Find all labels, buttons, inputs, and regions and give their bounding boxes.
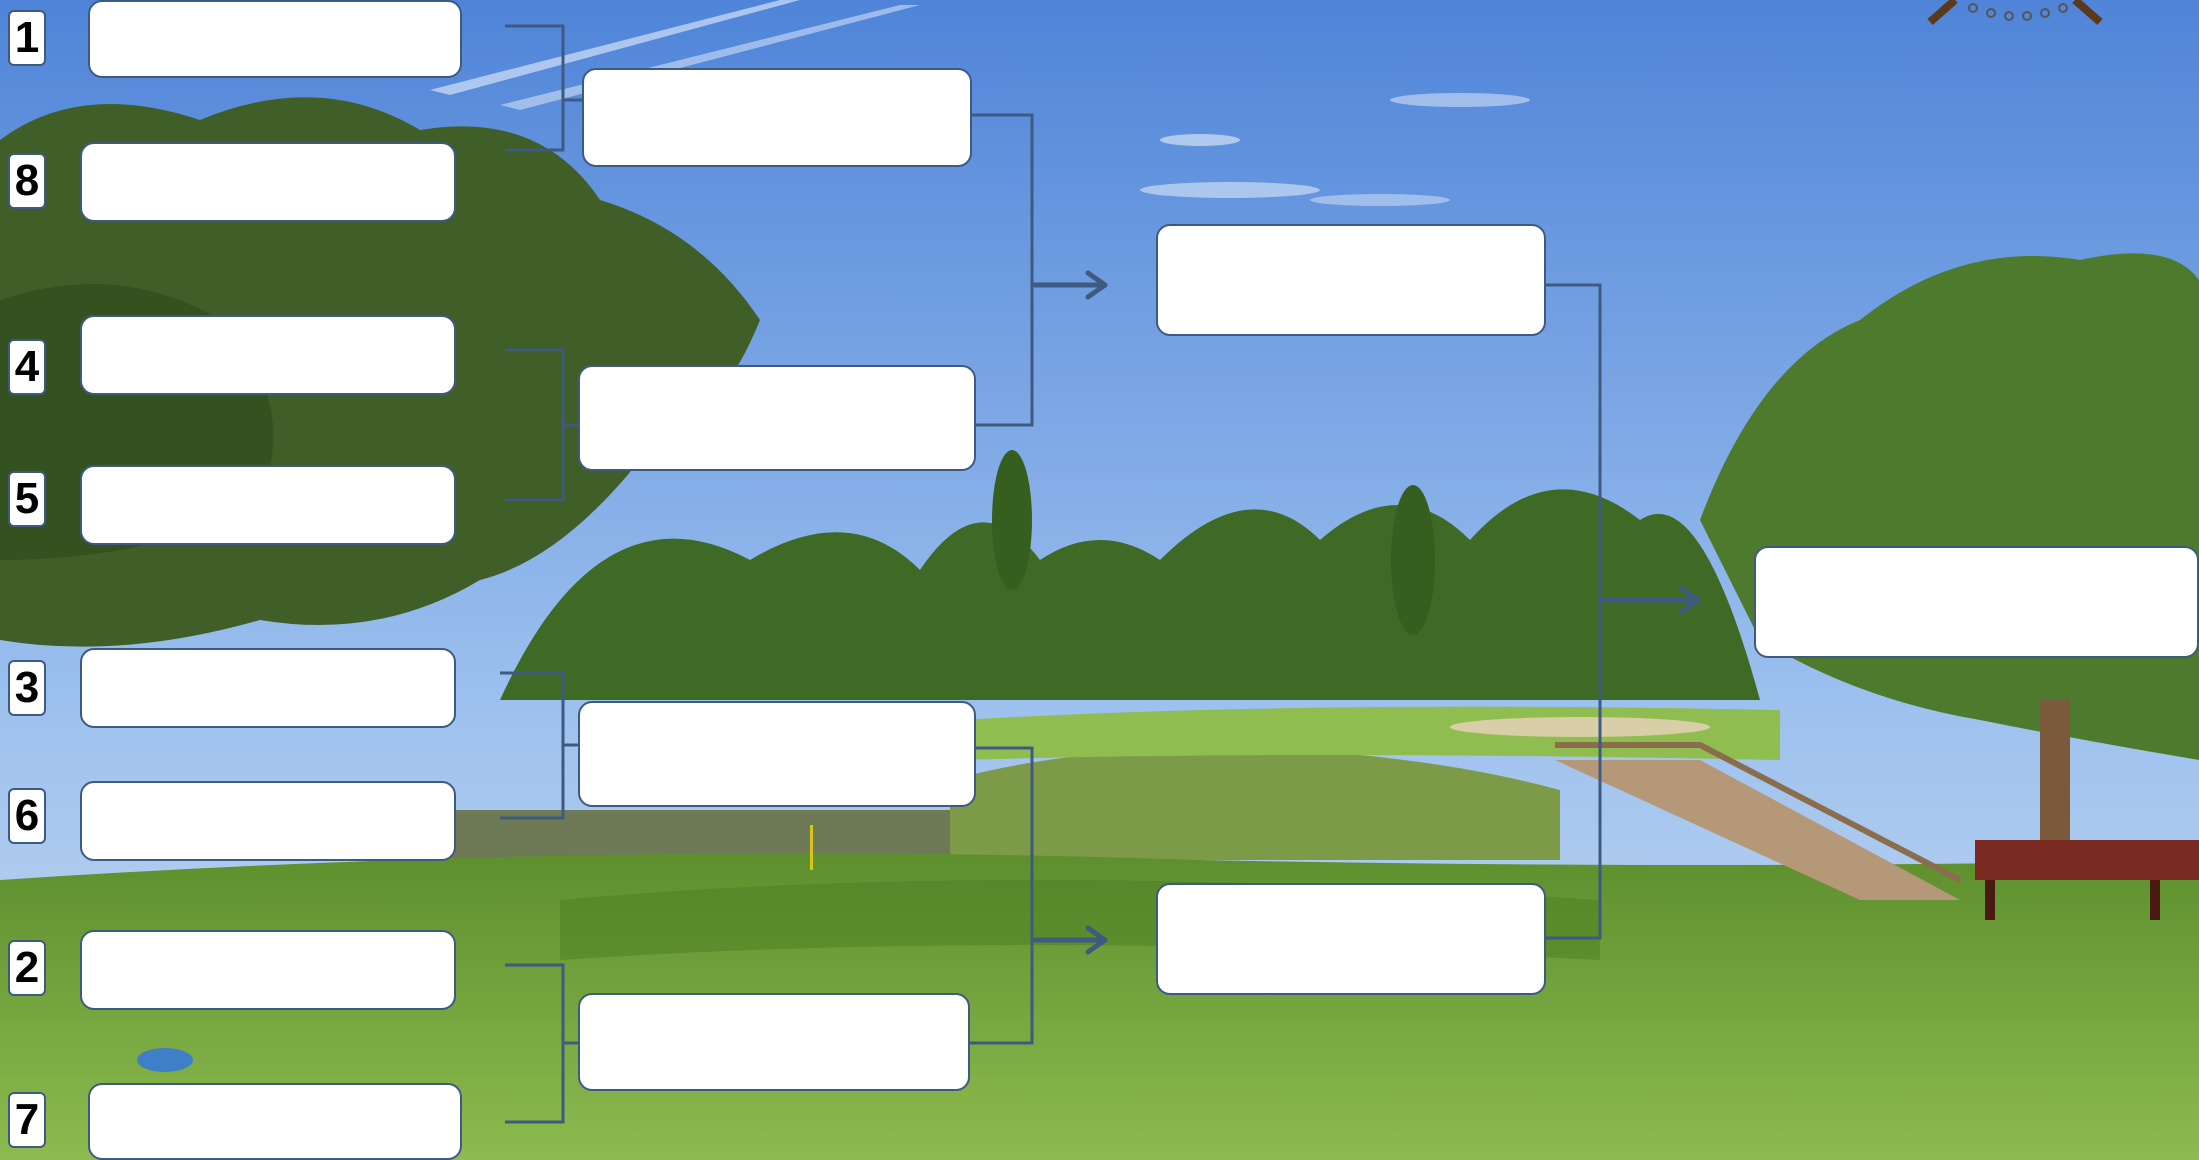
- round2-slot[interactable]: [578, 365, 976, 471]
- round2-slot[interactable]: [582, 68, 972, 167]
- decorative-bead-arc-icon: [1925, 0, 2105, 28]
- round1-slot[interactable]: [88, 0, 462, 78]
- round1-slot[interactable]: [80, 142, 456, 222]
- seed-label: 4: [8, 339, 46, 395]
- round1-slot[interactable]: [80, 315, 456, 395]
- seed-label: 7: [8, 1092, 46, 1148]
- seed-label: 6: [8, 788, 46, 844]
- round2-slot[interactable]: [578, 701, 976, 807]
- seed-label: 3: [8, 660, 46, 716]
- semifinal-slot[interactable]: [1156, 883, 1546, 995]
- round1-slot[interactable]: [88, 1083, 462, 1160]
- final-slot[interactable]: [1754, 546, 2199, 658]
- round1-slot[interactable]: [80, 648, 456, 728]
- round2-slot[interactable]: [578, 993, 970, 1091]
- seed-label: 2: [8, 940, 46, 996]
- round1-slot[interactable]: [80, 930, 456, 1010]
- seed-label: 8: [8, 153, 46, 209]
- seed-label: 1: [8, 10, 46, 66]
- round1-slot[interactable]: [80, 781, 456, 861]
- semifinal-slot[interactable]: [1156, 224, 1546, 336]
- seed-label: 5: [8, 471, 46, 527]
- round1-slot[interactable]: [80, 465, 456, 545]
